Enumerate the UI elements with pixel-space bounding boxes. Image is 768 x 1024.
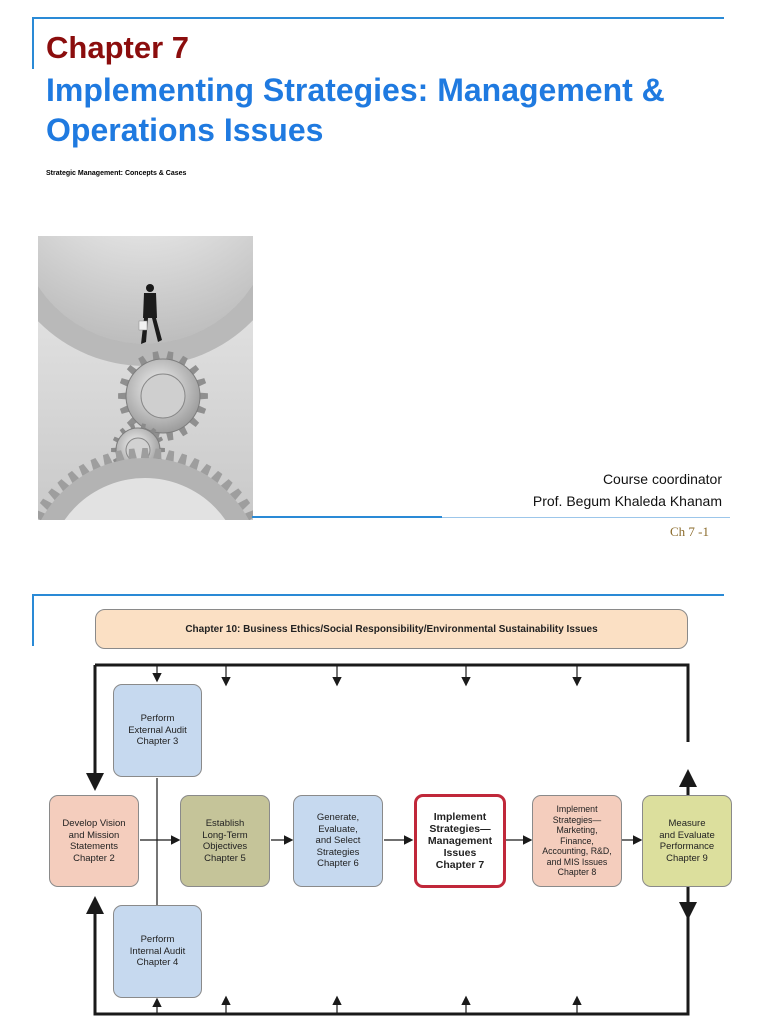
external-audit-box: Perform External Audit Chapter 3 [113, 684, 202, 777]
implement-management-box: Implement Strategies— Management Issues … [414, 794, 506, 888]
bottom-rule-light [442, 517, 730, 518]
bottom-rule [252, 516, 442, 518]
left-rule [32, 594, 34, 646]
book-subtitle: Strategic Management: Concepts & Cases [46, 170, 187, 177]
objectives-box: Establish Long-Term Objectives Chapter 5 [180, 795, 270, 887]
middle-gear [118, 351, 208, 441]
slide-number: Ch 7 -1 [670, 524, 709, 539]
coordinator-name: Prof. Begum Khaleda Khanam [532, 493, 722, 509]
course-coordinator: Course coordinator Prof. Begum Khaleda K… [533, 468, 722, 512]
businessman-figure [138, 284, 162, 344]
left-rule [32, 17, 34, 69]
coordinator-role: Course coordinator [602, 471, 722, 487]
measure-evaluate-box: Measure and Evaluate Performance Chapter… [642, 795, 732, 887]
implement-operations-box: Implement Strategies— Marketing, Finance… [532, 795, 622, 887]
bottom-gear [38, 448, 253, 520]
vision-mission-box: Develop Vision and Mission Statements Ch… [49, 795, 139, 887]
top-rule [32, 17, 724, 19]
internal-audit-box: Perform Internal Audit Chapter 4 [113, 905, 202, 998]
ethics-banner: Chapter 10: Business Ethics/Social Respo… [95, 609, 688, 649]
process-model-slide: Chapter 10: Business Ethics/Social Respo… [0, 580, 768, 1024]
slide-title: Implementing Strategies: Management & Op… [46, 72, 665, 148]
title-slide: Chapter 7 Implementing Strategies: Manag… [32, 17, 730, 539]
chapter-label: Chapter 7 [46, 30, 189, 65]
strategic-management-model: Chapter 10: Business Ethics/Social Respo… [0, 580, 768, 1024]
gears-businessman-image [38, 236, 253, 520]
top-rule [32, 594, 724, 596]
strategies-box: Generate, Evaluate, and Select Strategie… [293, 795, 383, 887]
